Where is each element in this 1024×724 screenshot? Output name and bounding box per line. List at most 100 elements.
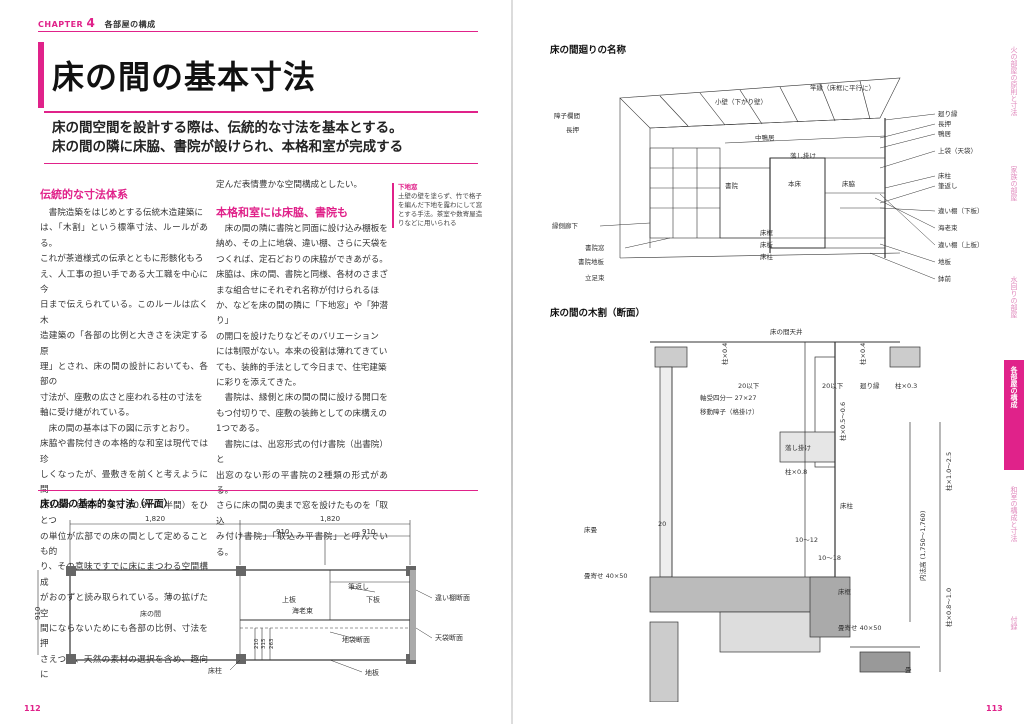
section-label-top-dim-1: 柱×0.4 (720, 343, 729, 365)
body-line: 口1.8m（1間）、奥行き0.9m（半間）をひとつ (40, 500, 208, 527)
side-tab-2[interactable]: 家族の部屋 (1010, 166, 1018, 201)
body-line: 書院には、出窓形式の付け書院（出書院）と (216, 439, 388, 466)
body-line: み付け書院」「取込み平書院」と呼んでいる。 (216, 532, 388, 558)
names-label-jiita: 地板 (938, 257, 952, 266)
names-label-tokobashira: 床柱 (938, 171, 952, 180)
names-label-nageshi-r: 長押 (938, 119, 952, 128)
side-tab-4[interactable]: 各部屋の構成 (1004, 360, 1024, 470)
lead-line-2: 床の間の隣に床脇、書院が設けられ、本格和室が完成する (52, 139, 404, 155)
plan-label-tokonoma: 床の間 (140, 609, 161, 618)
lead-line-1: 床の間空間を設計する際は、伝統的な寸法を基本とする。 (52, 120, 403, 136)
names-label-shoin: 書院 (725, 181, 739, 190)
names-label-shoinmado: 書院窓 (585, 243, 605, 252)
names-label-sao: 竿縁（床框に平行に） (810, 83, 875, 92)
section-label-s1: 20以下 (738, 382, 760, 390)
body-line: さらに床の間の奥まで窓を設けたものを「取込 (216, 501, 388, 527)
page-number-right: 113 (986, 704, 1003, 713)
body-line: に彩りを添えてきた。 (216, 378, 302, 389)
side-tab-6[interactable]: 付録 (1010, 616, 1018, 630)
body-line: 間にならないためにも各部の比例、寸法を押 (40, 623, 208, 650)
side-tab-5[interactable]: 和室の構成と寸法 (1010, 486, 1018, 542)
side-tab-1[interactable]: 火の部屋の原則と寸法 (1010, 46, 1018, 116)
names-label-tokogamachi: 床框 (760, 228, 774, 237)
body-line: は、「木割」という標準寸法、ルールがある。 (40, 223, 208, 249)
names-label-kokabe: 小壁（下がり壁） (715, 97, 767, 106)
plan-label-tenbukuro: 天袋断面 (435, 633, 463, 642)
names-label-engawa: 縁側廊下 (552, 221, 579, 230)
section-label-tokobashira: 床柱 (840, 501, 854, 510)
plan-label-uwaita: 上板 (282, 595, 296, 604)
section-label-s2: 20以下 (822, 382, 844, 390)
section-label-yose: 畳寄せ 40×50 (584, 571, 628, 580)
plan-label-chigaidana: 違い棚断面 (435, 593, 470, 602)
section-label-tokoita: 床畳 (584, 525, 598, 534)
section-label-tenjo: 床の間天井 (770, 327, 803, 336)
section-label-p03: 柱×0.3 (895, 381, 917, 390)
chapter-word: CHAPTER (38, 20, 84, 29)
section-drawing: 床の間天井 柱×0.4 柱×0.4 20以下 20以下 廻り縁 柱×0.3 軸受… (584, 327, 953, 702)
sidenote-text: 土壁の壁を塗らず、竹で格子を編んだ下地を露わにして窓とする手法。茶室や数寄屋造り… (398, 192, 483, 227)
body-line: 書院造築をはじめとする伝統木造建築に (40, 208, 204, 218)
body-line: 床脇や書院付きの本格的な和室は現代では珍 (40, 439, 208, 465)
body-line: 理」とされ、床の間の設計においても、各部の (40, 362, 208, 388)
lead-text: 床の間空間を設計する際は、伝統的な寸法を基本とする。 床の間の隣に床脇、書院が設… (52, 119, 403, 157)
section-label-mawaribuchi: 廻り縁 (860, 381, 880, 390)
page-number-left: 112 (24, 704, 41, 713)
names-label-fudegaeshi: 筆返し (938, 181, 958, 190)
section-label-naoriki: 内法高 (1,750〜1,760) (918, 511, 927, 581)
book-spine (511, 0, 513, 724)
chapter-header: CHAPTER 4 各部屋の構成 (38, 16, 156, 30)
sidenote-bar (392, 183, 394, 228)
body-line: え、人工事の担い手である大工職を中心に今 (40, 269, 208, 296)
plan-dim-half: 1,820 (320, 515, 340, 523)
plan-label-jibukuro: 地袋断面 (342, 635, 370, 644)
side-tab-3[interactable]: 水回りの部屋 (1010, 276, 1018, 318)
body-line: まな組合せにそれぞれ名称が付けられるほ (216, 285, 380, 296)
plan-drawing: 1,820 1,820 910 910 910 床の間 上板 海老束 筆返し 下… (34, 515, 470, 677)
body-line: か、などを床の間の隣に「下地窓」や「狆潜り」 (216, 301, 388, 327)
chapter-number: 4 (86, 16, 96, 30)
lead-rule-top (44, 111, 478, 113)
body-line: もつ付切りで、座敷の装飾としての床構えの (216, 408, 387, 419)
plan-figure-label: 床の間の基本的な寸法（平面） (40, 499, 174, 510)
plan-small-dim-2: 315 (261, 638, 267, 649)
section-label-p05: 柱×0.5〜0.6 (838, 402, 847, 441)
body-line: 出窓のない形の平書院の2種類の形式がある。 (216, 470, 388, 496)
section2-heading: 本格和室には床脇、書院も (216, 206, 348, 219)
section-label-p1025: 柱×1.0〜2.5 (944, 452, 953, 491)
names-label-hondoko: 本床 (788, 179, 802, 188)
section-label-d20: 20 (658, 520, 666, 528)
section-label-kaiten: 移動障子（格掛け） (700, 407, 759, 416)
names-label-tachiita: 立足束 (585, 273, 605, 282)
plan-dim-910a: 910 (276, 528, 289, 536)
body-line: 床の間の隣に書院と同面に設け込み棚板を (216, 224, 388, 234)
section-figure-label: 床の間の木割（断面） (550, 308, 646, 319)
names-label-tenbukuro: 上袋（天袋） (938, 146, 977, 155)
body-line: 造建築の「各部の比例と大きさを決定する原 (40, 331, 208, 357)
names-label-tokoita: 床板 (760, 240, 774, 249)
body-line: り、その意味ですでに床にまつわる空間構成 (40, 562, 208, 588)
names-label-mawaribuchi: 廻り縁 (938, 109, 958, 118)
body-line: これが茶道様式の伝承とともに形骸化もろ (40, 254, 204, 265)
plan-label-fudegaeshi: 筆返し (348, 582, 369, 591)
lead-rule-bottom (44, 163, 478, 164)
plan-dim-910b: 910 (362, 528, 375, 536)
section-label-top-dim-2: 柱×0.4 (858, 343, 867, 365)
plan-label-shitaita: 下板 (366, 595, 380, 604)
names-label-jitaru: 鉢前 (938, 274, 952, 283)
section-label-tokogamachi: 床框 (838, 587, 852, 596)
body-line: の開口を設けたりなどそのバリエーション (216, 331, 379, 342)
chapter-title: 各部屋の構成 (104, 20, 156, 29)
plan-label-tokobashira: 床柱 (208, 666, 222, 675)
body-line: しくなったが、畳敷きを前くと考えように間 (40, 469, 208, 495)
title-accent-bar (38, 42, 44, 108)
names-label-kamoi: 鴨居 (938, 129, 952, 138)
section-label-p08: 柱×0.8 (785, 467, 807, 476)
plan-rule (38, 490, 478, 491)
section2-body: 床の間の隣に書院と同面に設け込み棚板を納め、その上に地袋、違い棚、さらに天袋をつ… (216, 222, 388, 561)
names-label-nakagamoi: 中鴨居 (755, 133, 775, 142)
page-title: 床の間の基本寸法 (52, 58, 317, 96)
names-label-nageshi: 長押 (566, 125, 580, 134)
names-figure-label: 床の間廻りの名称 (550, 45, 627, 56)
section-label-tatami: 畳 (905, 666, 912, 674)
